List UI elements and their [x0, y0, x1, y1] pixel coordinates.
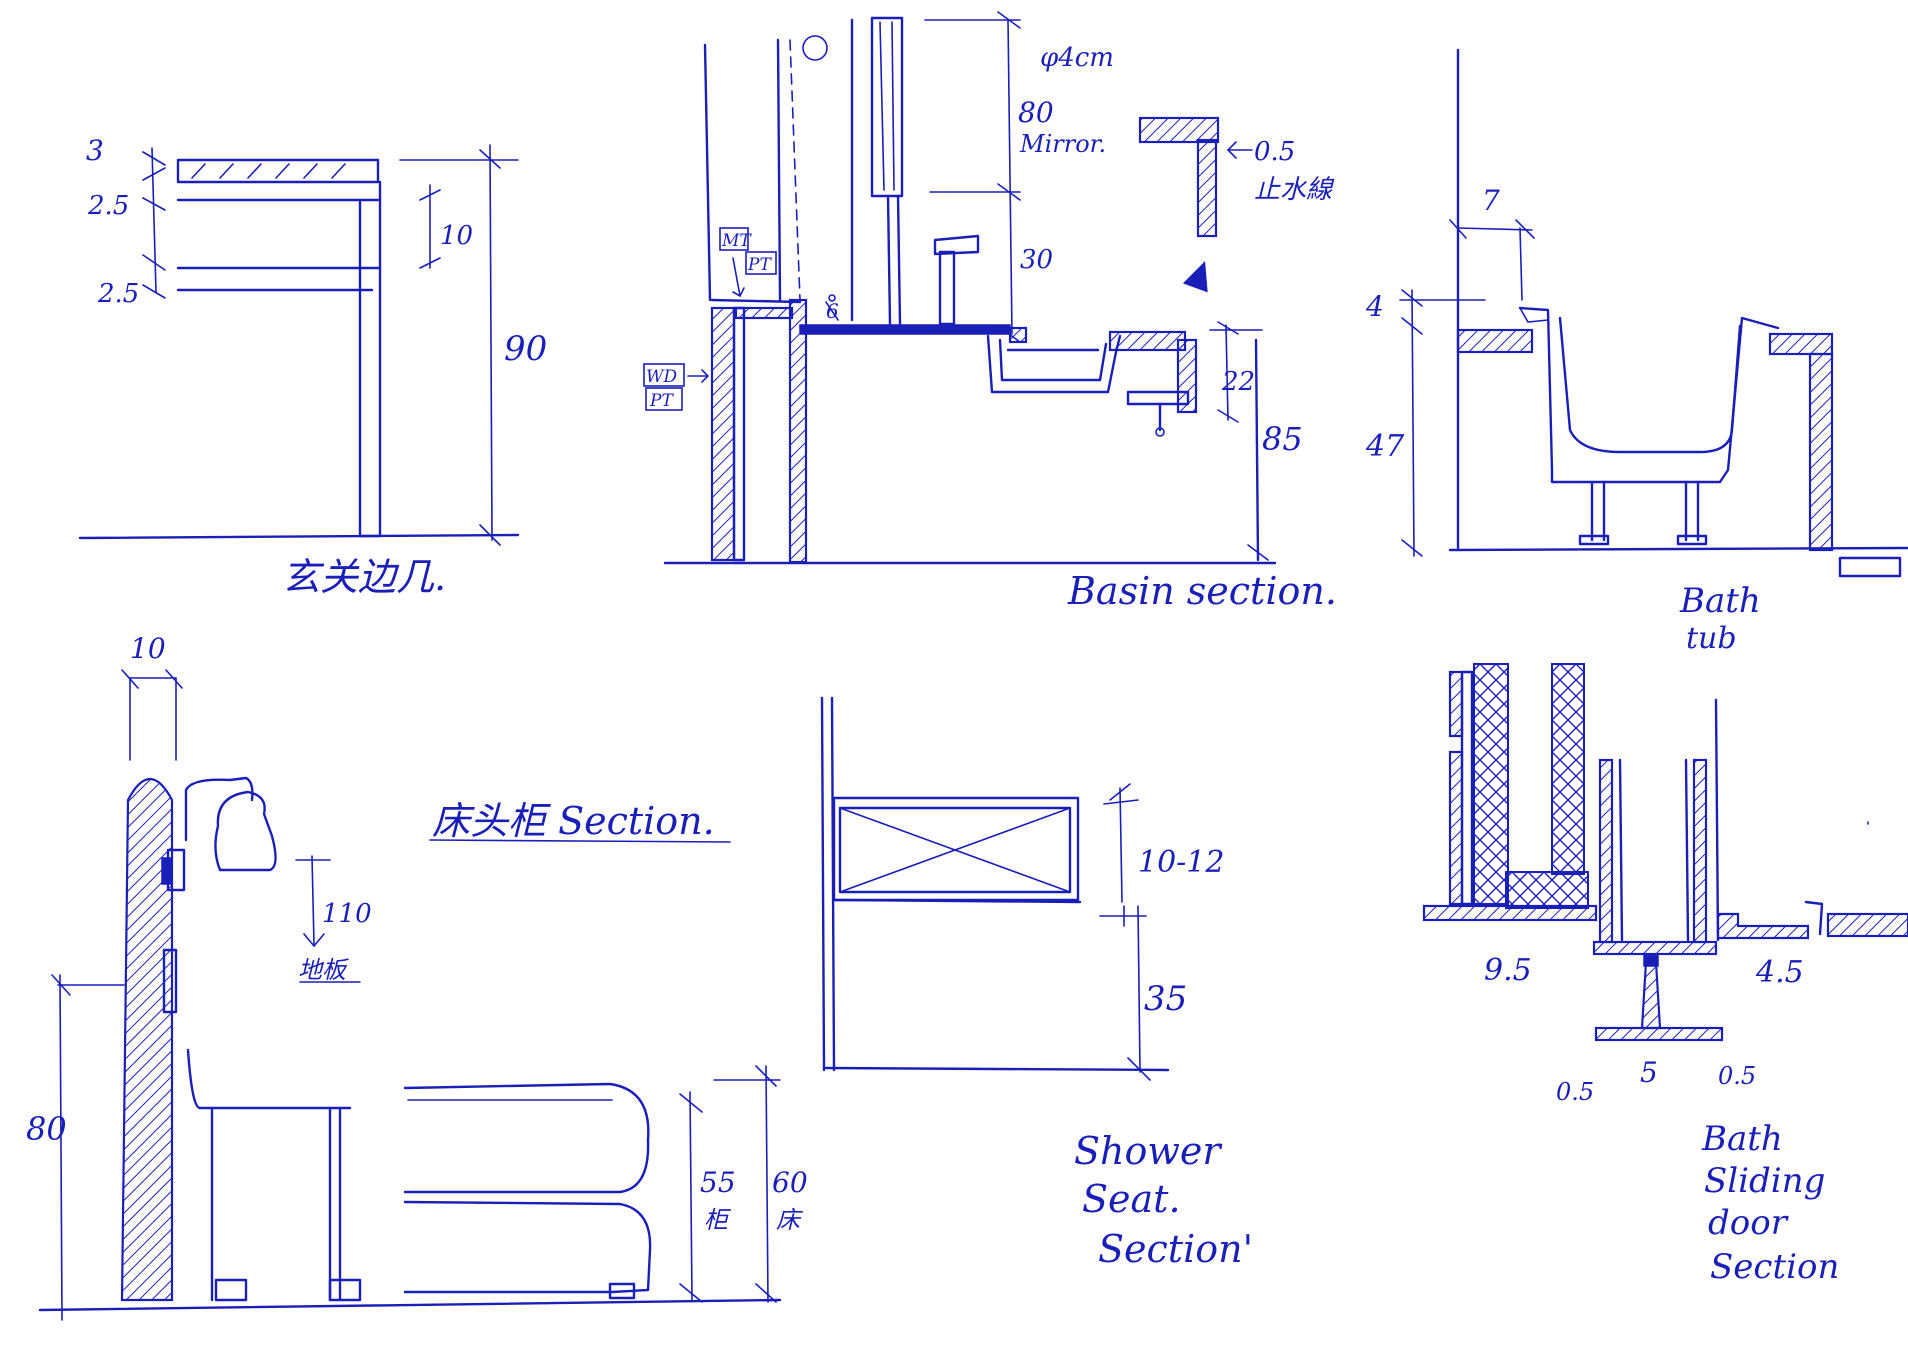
entry-table-drawing: [78, 144, 520, 546]
svg-text:PT: PT: [747, 255, 772, 275]
bedside-lamp-ref: 地板: [298, 956, 349, 984]
bedside-section-title: 床头柜 Section.: [432, 799, 715, 843]
bathtub-section: 7 4 47 Bath tub: [1365, 48, 1908, 656]
basin-label-lip: 止水線: [1254, 175, 1335, 205]
door-dim-web: 5: [1640, 1056, 1658, 1089]
entry-dim-board2: 2.5: [97, 279, 139, 309]
basin-dim-sink: 22: [1221, 367, 1255, 397]
basin-tag-mt: MT: [719, 227, 752, 251]
bathtub-dim-ledge: 4: [1365, 290, 1384, 323]
entry-dim-gap: 10: [440, 221, 473, 251]
basin-tag-wd: WD: [643, 363, 685, 387]
basin-label-mirror: Mirror.: [1019, 130, 1106, 158]
bedside-dim-headboard: 80: [26, 1110, 67, 1148]
entry-dim-height: 90: [504, 329, 547, 369]
door-title-2: Sliding: [1704, 1161, 1825, 1201]
basin-dim-faucet: 30: [1020, 245, 1053, 275]
sliding-door-section: 9.5 4.5 0.5 5 0.5 Bath Sliding door Sect…: [1422, 663, 1908, 1287]
bathtub-title-2: tub: [1686, 621, 1737, 656]
door-title-3: door: [1708, 1203, 1789, 1243]
shower-dim-height: 35: [1144, 979, 1187, 1019]
shower-seat-section: 10-12 35 Shower Seat. Section': [820, 696, 1253, 1271]
door-dim-right: 4.5: [1755, 955, 1804, 990]
door-dim-flange-left: 0.5: [1556, 1078, 1594, 1106]
shower-title-2: Seat.: [1082, 1177, 1181, 1221]
bedside-dim-cabinet: 55: [700, 1166, 736, 1199]
bathtub-dim-offset: 7: [1482, 184, 1500, 217]
bathtub-drawing: [1399, 48, 1908, 578]
entry-section-title: 玄关边几.: [282, 555, 446, 599]
basin-dim-mirror: 80: [1018, 96, 1054, 129]
basin-drawing: [663, 11, 1277, 565]
svg-text:PT: PT: [649, 391, 674, 411]
bathtub-dim-height: 47: [1365, 429, 1405, 464]
basin-dim-lip: 0.5: [1254, 137, 1295, 167]
entry-table-section: 3 2.5 10 2.5 90 玄关边几.: [78, 134, 547, 599]
svg-text:MT: MT: [721, 231, 752, 251]
bedside-drawing: [38, 669, 782, 1321]
bedside-dim-width: 10: [130, 632, 166, 665]
basin-dim-height: 85: [1262, 420, 1303, 458]
sliding-door-drawing: [1422, 663, 1908, 1042]
basin-tag-pt-bottom: PT: [645, 387, 683, 411]
basin-dim-counter: 6: [826, 299, 839, 323]
door-dim-flange-right: 0.5: [1718, 1062, 1756, 1090]
basin-section: MT PT WD PT φ4cm 80 Mirror. 30 0.5 止水線 6…: [643, 11, 1337, 613]
door-dim-left: 9.5: [1484, 953, 1532, 988]
door-title-1: Bath: [1701, 1119, 1783, 1159]
bedside-label-cabinet: 柜: [704, 1206, 732, 1234]
basin-dim-pipe: φ4cm: [1040, 43, 1114, 73]
bedside-label-bed: 床: [776, 1206, 804, 1234]
shower-title-1: Shower: [1074, 1129, 1223, 1173]
entry-dim-3: 3: [86, 134, 104, 167]
shower-dim-seat: 10-12: [1138, 845, 1224, 880]
shower-title-3: Section': [1098, 1227, 1253, 1271]
bedside-dim-bed: 60: [772, 1166, 808, 1199]
basin-section-title: Basin section.: [1067, 569, 1337, 613]
door-title-4: Section: [1710, 1247, 1839, 1287]
bathtub-title-1: Bath: [1679, 581, 1761, 621]
basin-tag-pt-top: PT: [745, 251, 777, 275]
shower-seat-drawing: [820, 696, 1170, 1081]
entry-dim-board1: 2.5: [87, 191, 129, 221]
bedside-section: 10 110 地板 80 55 柜 60 床 床头柜 Section.: [26, 632, 808, 1321]
bedside-dim-lamp: 110: [322, 899, 372, 929]
svg-text:WD: WD: [646, 367, 677, 387]
